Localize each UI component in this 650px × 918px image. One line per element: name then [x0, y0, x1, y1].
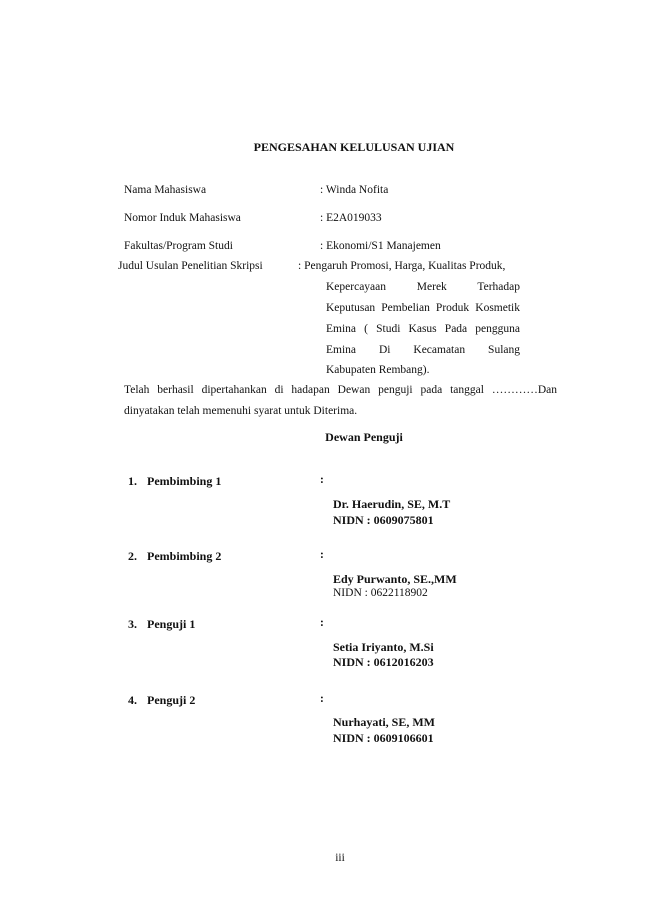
nim-value: : E2A019033 — [320, 212, 382, 224]
examiner-nidn: NIDN : 0609106601 — [333, 731, 434, 745]
examiner-name: Dr. Haerudin, SE, M.T — [333, 497, 451, 511]
examiner-role: Pembimbing 1 — [147, 474, 222, 488]
examiner-nidn: NIDN : 0612016203 — [333, 655, 434, 669]
judul-line: Keputusan Pembelian Produk Kosmetik — [326, 302, 520, 314]
nim-label: Nomor Induk Mahasiswa — [124, 212, 241, 224]
judul-label: Judul Usulan Penelitian Skripsi — [118, 260, 263, 272]
examiner-nidn: NIDN : 0622118902 — [333, 587, 428, 599]
examiner-number: 3. — [128, 617, 137, 631]
examiner-number: 2. — [128, 549, 137, 563]
examiner-role: Penguji 2 — [147, 693, 196, 707]
statement-line: dinyatakan telah memenuhi syarat untuk D… — [124, 405, 358, 417]
judul-line: Emina ( Studi Kasus Pada pengguna — [326, 323, 520, 335]
examiner-nidn: NIDN : 0609075801 — [333, 513, 434, 527]
fakultas-value: : Ekonomi/S1 Manajemen — [320, 240, 441, 252]
examiner-name: Nurhayati, SE, MM — [333, 715, 435, 729]
board-heading: Dewan Penguji — [325, 430, 403, 444]
judul-line: : Pengaruh Promosi, Harga, Kualitas Prod… — [298, 260, 506, 272]
fakultas-label: Fakultas/Program Studi — [124, 240, 233, 252]
examiner-colon: : — [320, 549, 324, 561]
statement-line: Telah berhasil dipertahankan di hadapan … — [124, 384, 557, 396]
examiner-role: Penguji 1 — [147, 617, 196, 631]
nama-value: : Winda Nofita — [320, 184, 389, 196]
examiner-number: 1. — [128, 474, 137, 488]
nama-label: Nama Mahasiswa — [124, 184, 207, 196]
examiner-colon: : — [320, 617, 324, 629]
examiner-name: Edy Purwanto, SE.,MM — [333, 572, 457, 586]
examiner-name: Setia Iriyanto, M.Si — [333, 640, 434, 654]
judul-line: Kabupaten Rembang). — [326, 364, 430, 376]
page-title: PENGESAHAN KELULUSAN UJIAN — [253, 140, 455, 154]
examiner-colon: : — [320, 474, 324, 486]
judul-line: Emina Di Kecamatan Sulang — [326, 344, 520, 356]
examiner-colon: : — [320, 693, 324, 705]
examiner-number: 4. — [128, 693, 137, 707]
page-number: iii — [335, 852, 345, 864]
judul-line: Kepercayaan Merek Terhadap — [326, 281, 520, 293]
examiner-role: Pembimbing 2 — [147, 549, 222, 563]
